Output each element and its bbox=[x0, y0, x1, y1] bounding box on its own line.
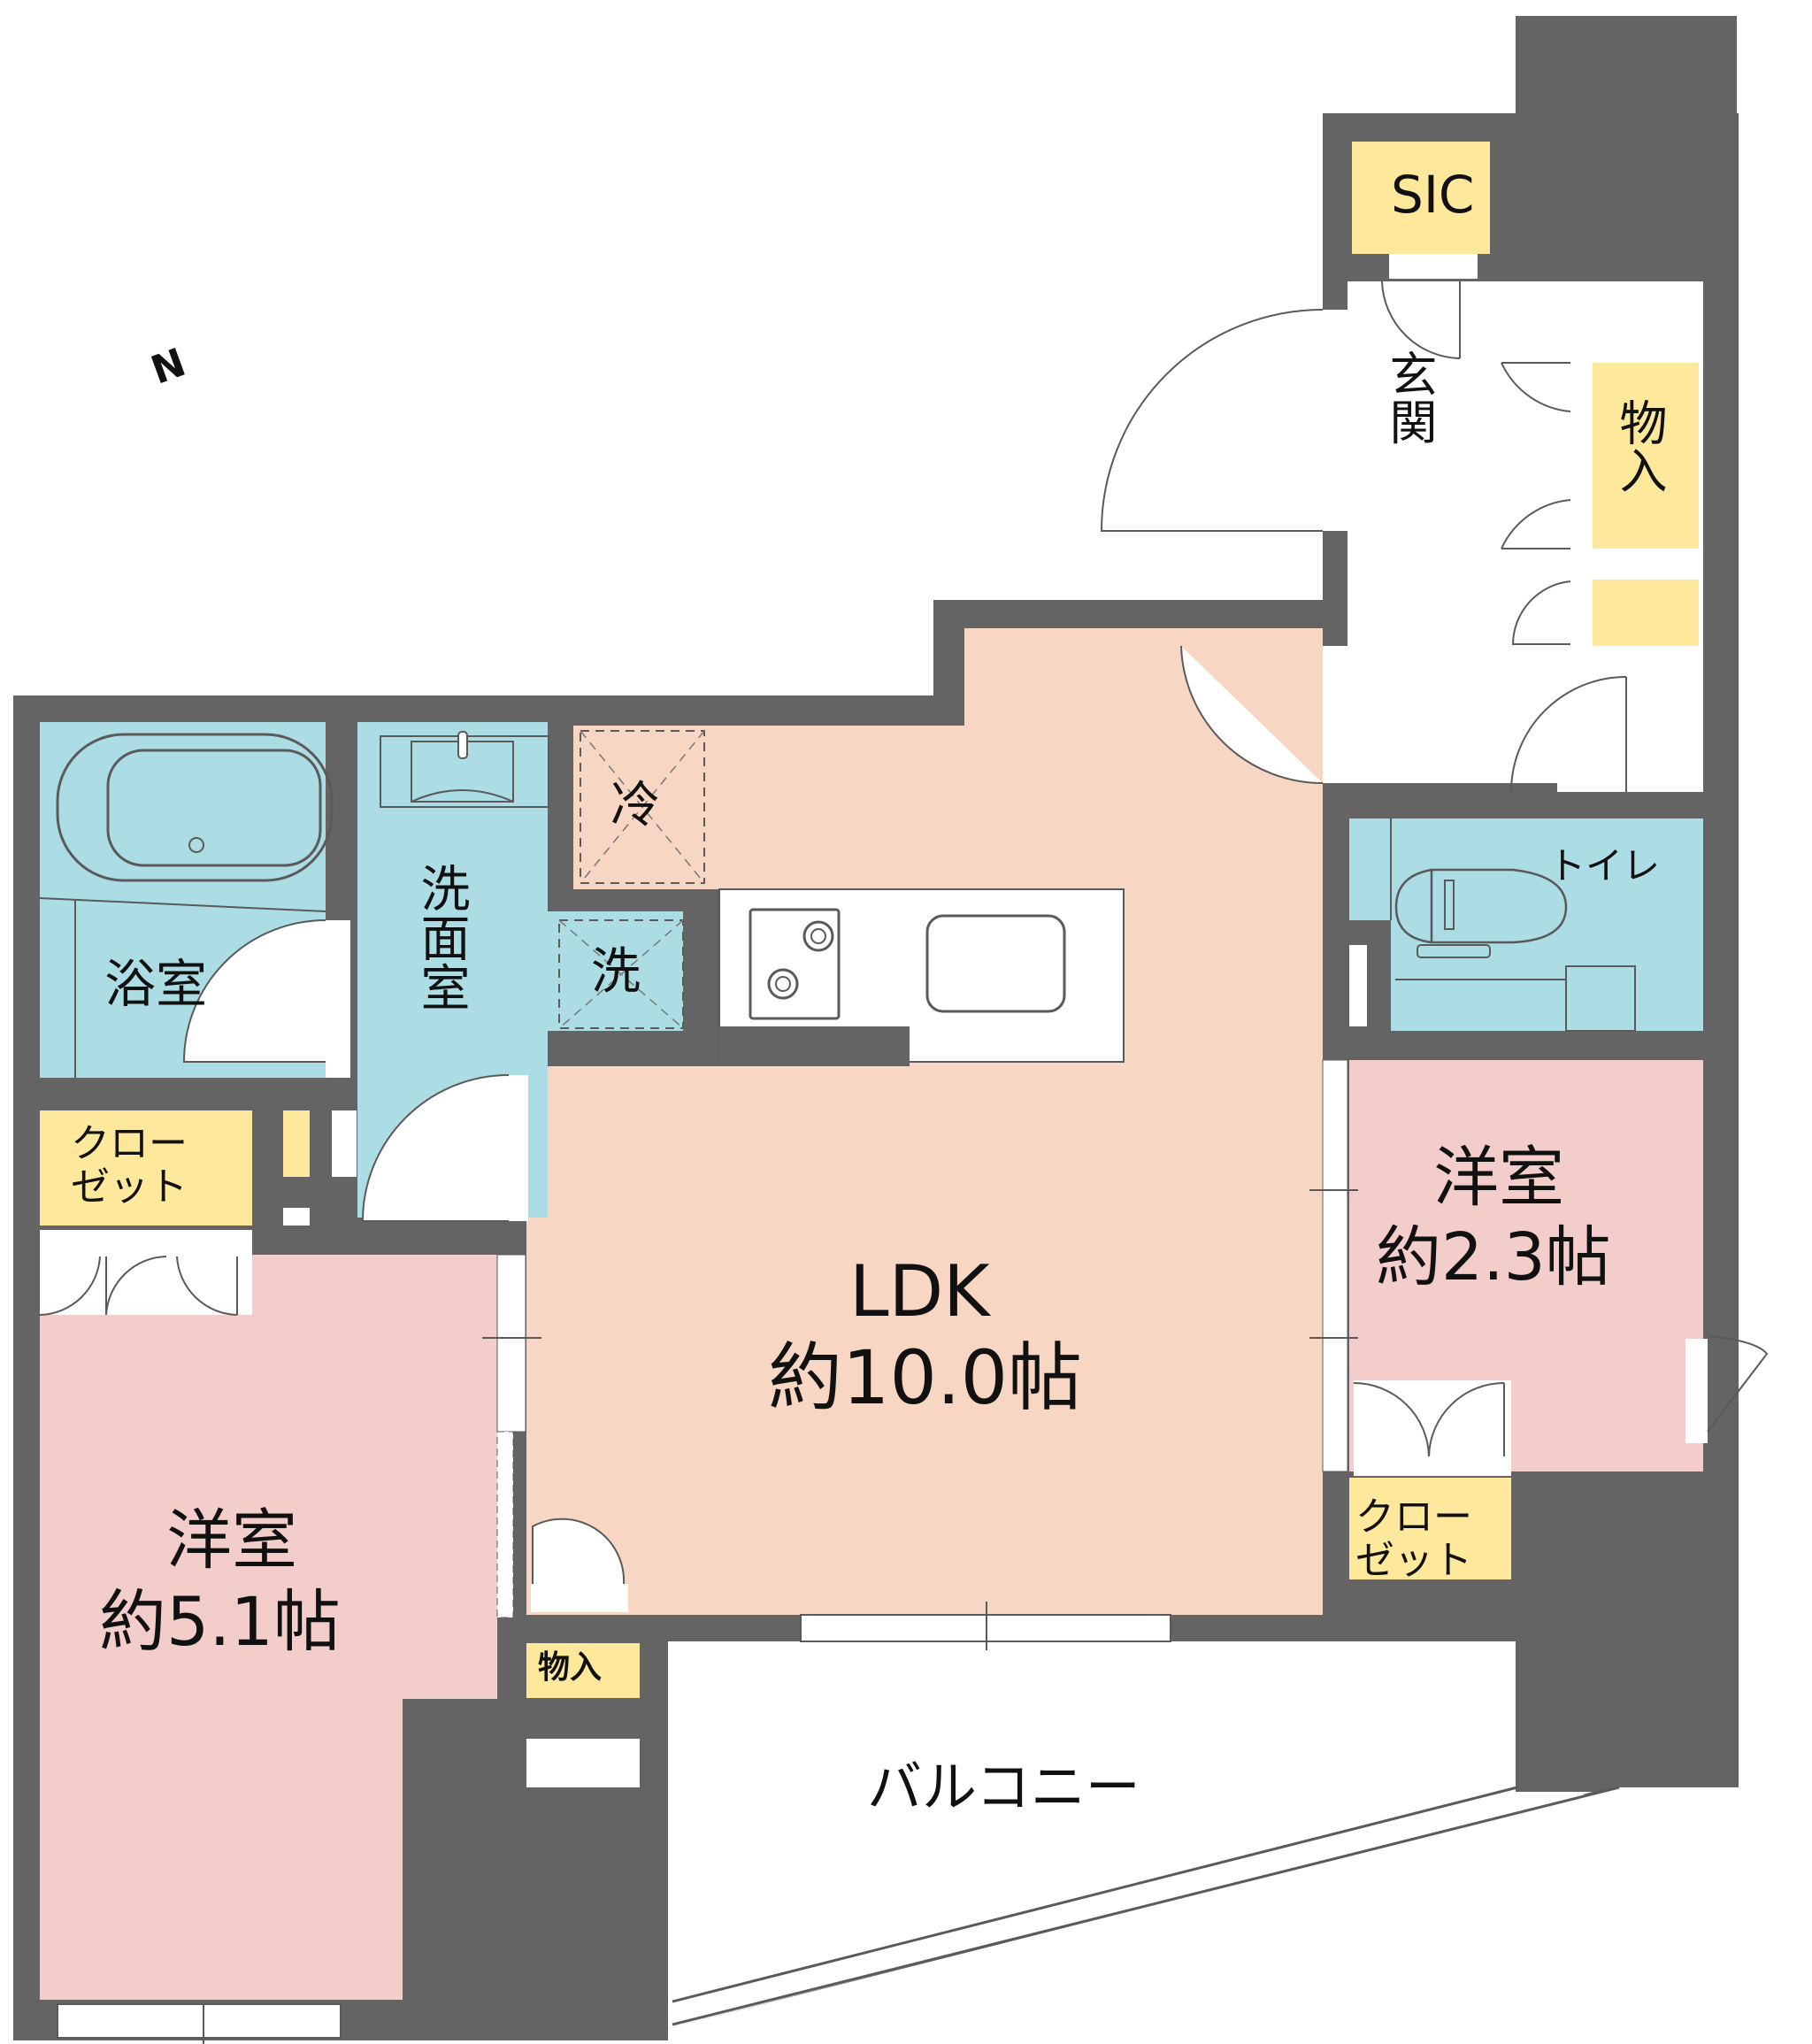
washer-label: 洗 bbox=[591, 943, 641, 1001]
ldk-name-label: LDK bbox=[849, 1250, 990, 1333]
western-room-small-name: 洋室 bbox=[1433, 1140, 1564, 1216]
washroom-label: 洗面室 bbox=[412, 863, 470, 1011]
closet-left-fill bbox=[40, 1110, 252, 1226]
sic-fill bbox=[1352, 142, 1490, 254]
toilet-fill bbox=[1349, 818, 1703, 1031]
ldk-size-label: 約10.0帖 bbox=[768, 1334, 1083, 1421]
western-room-small-size: 約2.3帖 bbox=[1376, 1219, 1611, 1295]
entrance-storage-fill bbox=[1593, 363, 1699, 549]
bathroom-label: 浴室 bbox=[104, 954, 208, 1014]
sic-label: SIC bbox=[1391, 165, 1475, 225]
western-room-large-name: 洋室 bbox=[166, 1502, 297, 1579]
closet-right-fill bbox=[1349, 1478, 1511, 1579]
toilet-label: トイレ bbox=[1548, 844, 1661, 888]
fridge-label: 冷 bbox=[610, 777, 660, 834]
ldk-storage-label: 物入 bbox=[538, 1649, 603, 1686]
stove-icon bbox=[749, 908, 841, 1020]
toilet-icon bbox=[1394, 868, 1568, 944]
closet-right-label: クロー ゼット bbox=[1355, 1495, 1472, 1584]
entrance-fill bbox=[1347, 281, 1557, 783]
closet-left-label: クロー ゼット bbox=[71, 1121, 188, 1210]
entrance-storage-label: 物入 bbox=[1611, 398, 1667, 494]
western-room-large-fill bbox=[40, 1255, 497, 2000]
balcony-label: バルコニー bbox=[867, 1755, 1140, 1819]
sink-icon bbox=[925, 914, 1066, 1013]
western-room-large-size: 約5.1帖 bbox=[99, 1582, 341, 1661]
ldk-storage-fill bbox=[526, 1643, 640, 1698]
entrance-label: 玄関 bbox=[1381, 350, 1437, 445]
